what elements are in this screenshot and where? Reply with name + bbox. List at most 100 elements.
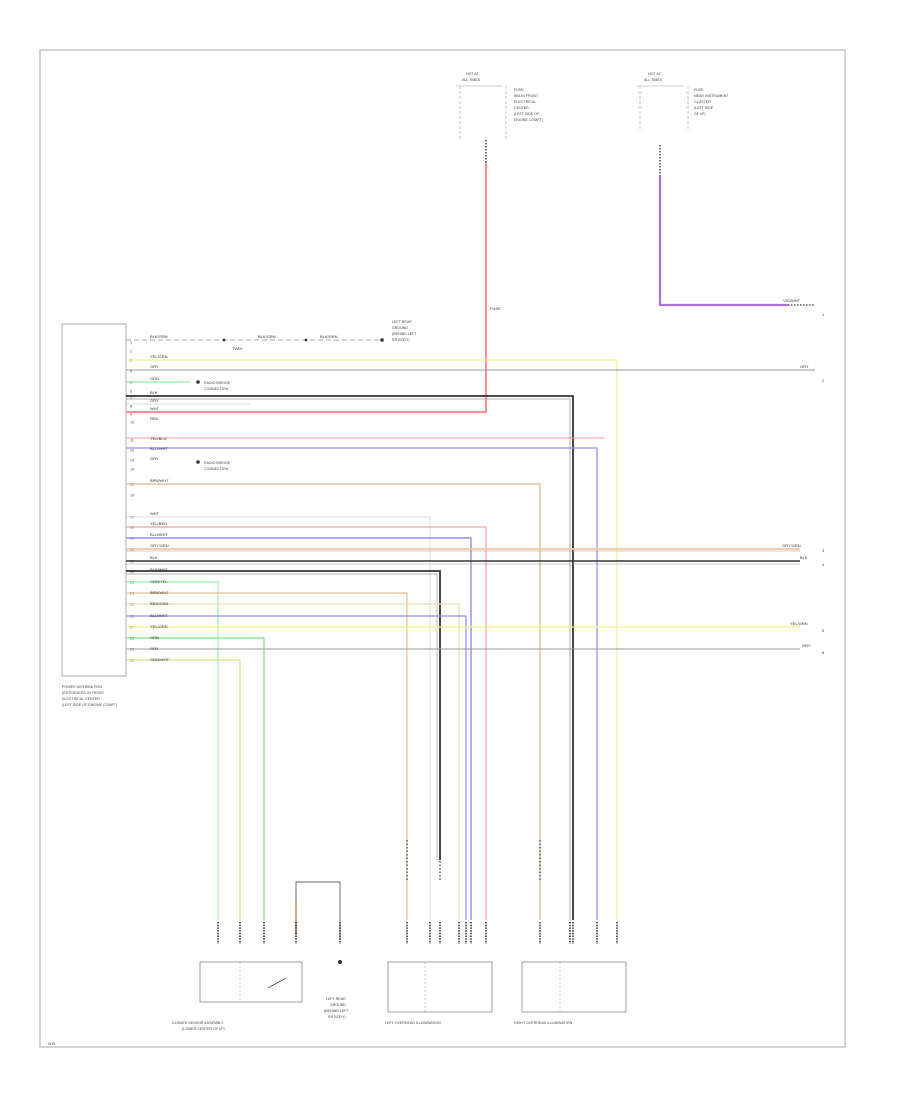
right-overhead-illumination: RIGHT OVERHEAD ILLUMINATION [514, 961, 627, 1025]
wire-pin7-gray [126, 398, 571, 920]
wire-pin3 [126, 359, 618, 920]
top-right-title-1: HOT AT [648, 72, 661, 76]
top-left-title-1: HOT AT [466, 72, 479, 76]
wire-label: YEL/BLU [150, 436, 167, 441]
pin-number: 6 [130, 390, 132, 394]
wire-label: VIO/WHT [783, 298, 801, 303]
wire-pin26 [126, 615, 467, 920]
wire-label: BRN/WHT [150, 590, 169, 595]
wire-label: BLK/GRN [150, 334, 168, 339]
top-right-title-2: ALL TIMES [644, 78, 663, 82]
wire-label: GRY [150, 646, 159, 651]
module-label-2: (INTEGRATED IN FRONT [62, 691, 105, 695]
wire-pin22-b [126, 573, 438, 860]
wire-label: GRY/GRN [150, 543, 169, 548]
top-left-line-3: ELECTRICAL [514, 100, 536, 104]
offpage-number: 1 [822, 312, 825, 317]
ground-label-2: GROUND [392, 326, 408, 330]
wire-pin19 [126, 537, 472, 920]
pin-number: 2 [130, 350, 132, 354]
wire-label: YEL/GRN [150, 624, 168, 629]
module-label-1: POWER DISTRIBUTION [62, 685, 102, 689]
ground-label-4: RR BODY) [392, 338, 410, 342]
wire-pin24 [126, 592, 408, 920]
wire-label: BLK [150, 555, 158, 560]
wire-label: BRN/GRN [150, 601, 169, 606]
component-label-2c: (BEHIND LEFT [324, 1009, 349, 1013]
ground-splice-dot [380, 338, 384, 342]
wire-violet: VIO/WHT 1 [658, 175, 825, 317]
wire-label: GRY [150, 398, 159, 403]
top-left-title-2: ALL TIMES [462, 78, 481, 82]
top-right-line-1: FUSE [694, 88, 704, 92]
radio-bridge-1-line2: CONNECTION [204, 387, 229, 391]
connector-terminals [217, 840, 618, 944]
wire-label: RED [150, 416, 159, 421]
splice-dot [222, 338, 226, 342]
wire-label: FUSE [490, 306, 501, 311]
pin-number: 1 [130, 341, 132, 345]
wire-pin22 [126, 570, 441, 860]
component-label-1: CLIMATE SENSOR ASSEMBLY [172, 1021, 224, 1025]
top-left-connector: HOT AT ALL TIMES FUSE 80A IN FRONT ELECT… [456, 72, 543, 162]
pin-number: 9 [130, 413, 132, 417]
pin-number: 29 [130, 648, 134, 652]
pin-number: 17 [130, 516, 134, 520]
wire-label: TWIN [232, 346, 242, 351]
pin-number: 11 [130, 439, 134, 443]
wire-pin7 [126, 395, 574, 920]
wire-label: GRN/WHT [150, 657, 170, 662]
radio-bridge-2-line2: CONNECTION [204, 467, 229, 471]
component-label-2d: RR BODY) [328, 1015, 346, 1019]
page-frame [39, 49, 846, 1048]
wire-label: GRY [800, 364, 809, 369]
ground-label-1: LEFT REAR [392, 320, 412, 324]
ground-label-3: (BEHIND LEFT [392, 332, 417, 336]
top-left-line-1: FUSE [514, 88, 524, 92]
top-right-line-2: NEAR INSTRUMENT [694, 94, 729, 98]
wire-label: BLK [150, 390, 158, 395]
wire-label: GRY [150, 364, 159, 369]
left-rear-ground: LEFT REAR GROUND (BEHIND LEFT RR BODY) [324, 960, 349, 1019]
wire-label: YEL/GRN [150, 354, 168, 359]
page-code: W45 [48, 1042, 55, 1046]
top-right-connector: HOT AT ALL TIMES FUSE NEAR INSTRUMENT CL… [636, 72, 729, 175]
module-label-3: ELECTRICAL CENTER [62, 697, 100, 701]
module-pin-numbers: 1234567891011121314151617181920212223242… [130, 341, 134, 663]
wire-pin18 [126, 526, 487, 920]
left-overhead-illumination: LEFT OVERHEAD ILLUMINATION [385, 961, 493, 1025]
wire-label: BLK/GRN [320, 334, 338, 339]
wire-pin17 [126, 516, 431, 920]
module-label: POWER DISTRIBUTION (INTEGRATED IN FRONT … [62, 685, 117, 707]
component-label-4: RIGHT OVERHEAD ILLUMINATION [514, 1021, 573, 1025]
pin-number: 8 [130, 405, 132, 409]
wire-label: WHT [150, 511, 160, 516]
top-right-line-5: OF I/P) [694, 112, 706, 116]
top-left-line-2: 80A IN FRONT [514, 94, 539, 98]
offpage-number: 4 [822, 562, 825, 567]
radio-bridge-1-line1: RADIO BRIDGE [204, 381, 231, 385]
component-label-1b: (LOWER CENTER OF I/P) [182, 1027, 225, 1031]
upper-ground-label: LEFT REAR GROUND (BEHIND LEFT RR BODY) [392, 320, 417, 342]
wire-pin1: BLK/GRN BLK/GRN BLK/GRN TWIN [126, 334, 384, 351]
wire-label: BRN/WHT [150, 478, 169, 483]
wire-label: BLK/GRN [258, 334, 276, 339]
pin-number: 10 [130, 421, 134, 425]
wire-label: GRN/YEL [150, 579, 168, 584]
offpage-number: 5 [822, 628, 825, 633]
wire-pin25 [126, 603, 460, 920]
wire-label: BLK [800, 555, 808, 560]
wire-label: YEL/GRN [790, 621, 808, 626]
wire-pin12 [126, 447, 598, 920]
pin-number: 13 [130, 459, 134, 463]
component-label-3: LEFT OVERHEAD ILLUMINATION [385, 1021, 441, 1025]
top-right-line-4: (LEFT SIDE [694, 106, 714, 110]
pin-number: 16 [130, 494, 134, 498]
wire-label: WHT [150, 406, 160, 411]
wire-pin15 [126, 483, 541, 920]
power-distribution-module [61, 323, 127, 677]
wire-label: GRY/GRN [782, 543, 801, 548]
wire-label: GRY [150, 456, 159, 461]
wire-label: BLK/WHT [150, 567, 168, 572]
